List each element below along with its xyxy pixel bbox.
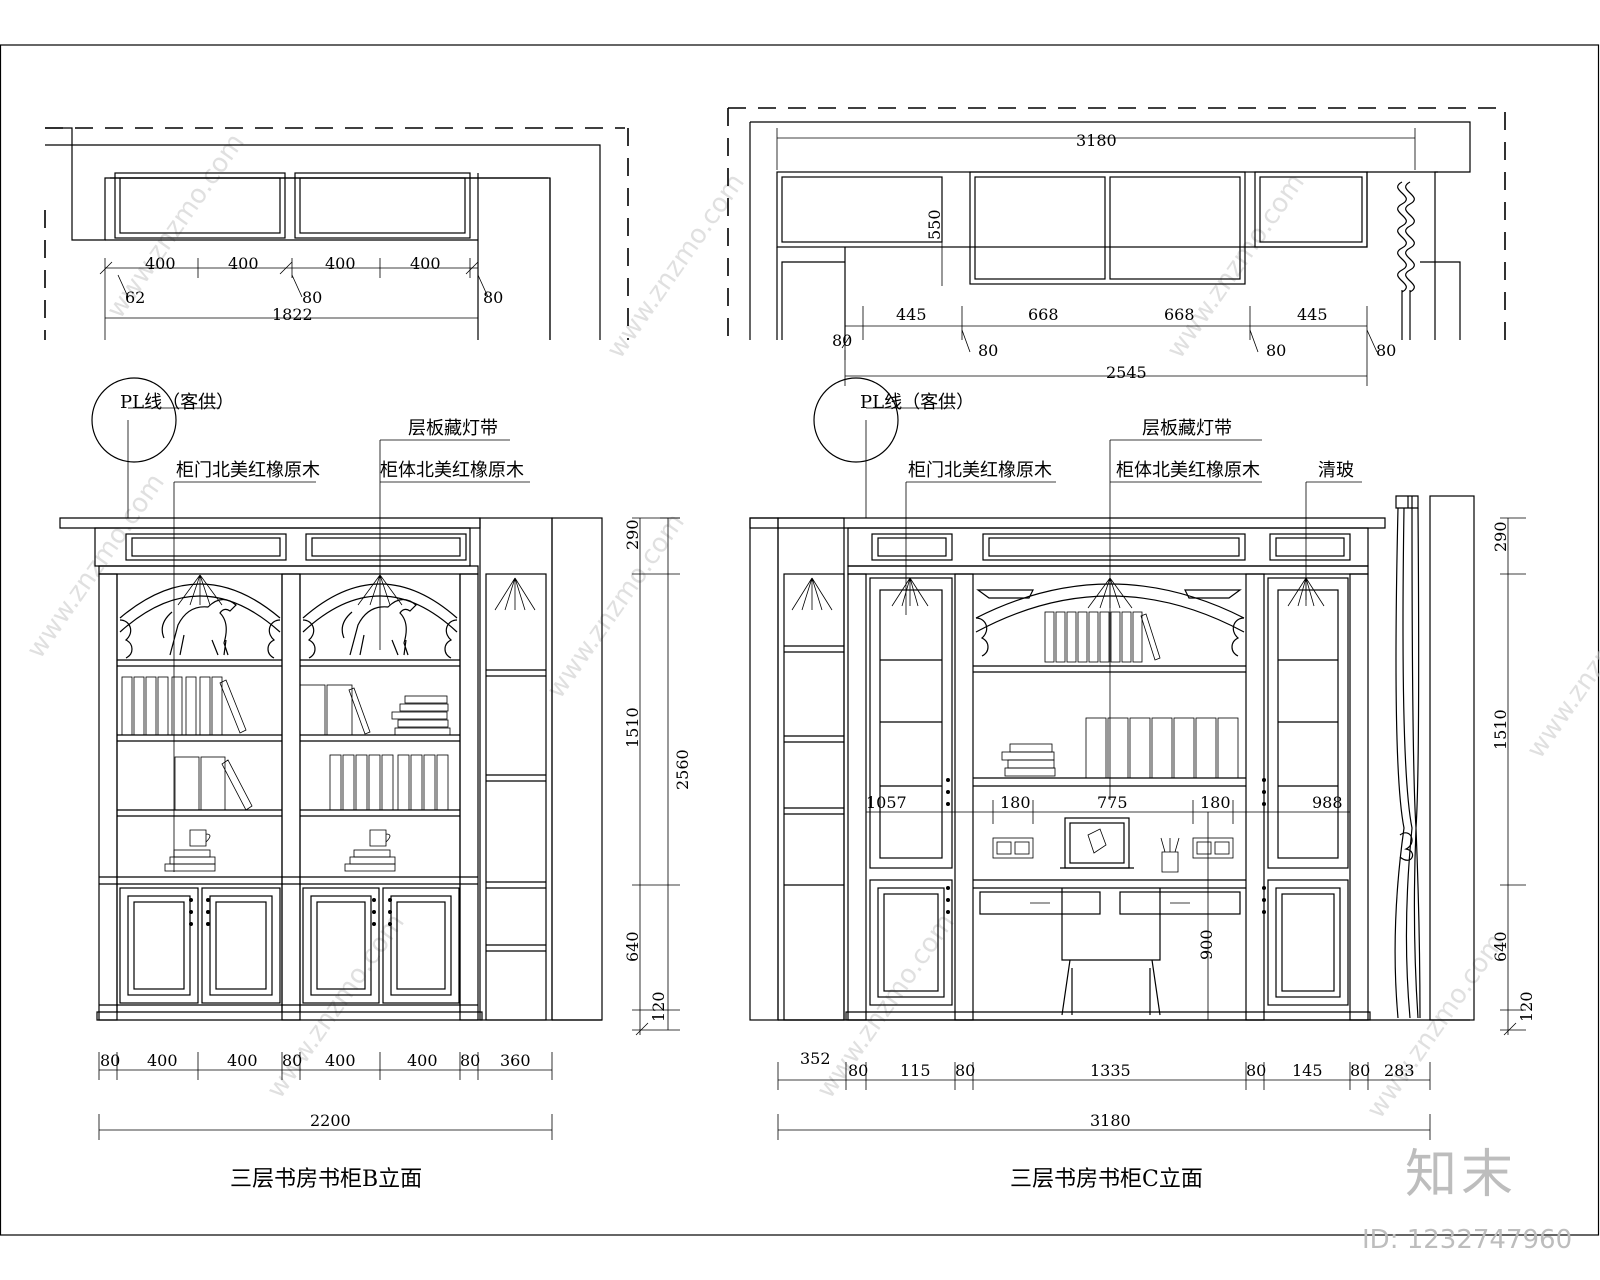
left-bottom-dim-6: 400 bbox=[407, 1051, 438, 1070]
right-vert-dim-4: 120 bbox=[1517, 991, 1536, 1022]
right-inner-dim-2: 180 bbox=[1000, 793, 1031, 812]
right-vert-dim-1: 290 bbox=[1491, 521, 1510, 552]
right-shelf-light-label: 层板藏灯带 bbox=[1142, 418, 1232, 439]
brand-id-text: ID: 1232747960 bbox=[1362, 1225, 1572, 1255]
right-inner-dim-3: 775 bbox=[1097, 793, 1128, 812]
left-plan-dim-4: 400 bbox=[410, 254, 441, 273]
watermark-text: www.znzmo.com bbox=[261, 908, 411, 1104]
left-height-total: 2560 bbox=[673, 749, 692, 790]
right-inner-dim-5: 988 bbox=[1312, 793, 1343, 812]
right-plan-dim-4: 445 bbox=[1297, 305, 1328, 324]
left-plan-dim-2: 400 bbox=[228, 254, 259, 273]
right-plan-dim-3: 668 bbox=[1164, 305, 1195, 324]
right-plan-depth: 550 bbox=[925, 209, 944, 240]
right-bottom-dim-5: 1335 bbox=[1090, 1061, 1131, 1080]
left-plan-dim-3: 400 bbox=[325, 254, 356, 273]
right-inner-dim-4: 180 bbox=[1200, 793, 1231, 812]
right-drawing-title: 三层书房书柜C立面 bbox=[1010, 1167, 1203, 1192]
sheet-border bbox=[0, 44, 1600, 1236]
left-vert-dim-2: 1510 bbox=[623, 707, 642, 748]
left-plan-small-2: 80 bbox=[302, 288, 322, 307]
watermark-layer: www.znzmo.com www.znzmo.com www.znzmo.co… bbox=[21, 128, 1600, 1124]
right-plan-small-4: 80 bbox=[1376, 341, 1396, 360]
left-elevation-labels: PL线（客供） 层板藏灯带 柜门北美红橡原木 柜体北美红橡原木 290 1510… bbox=[100, 392, 692, 1192]
right-bottom-dim-7: 145 bbox=[1292, 1061, 1323, 1080]
right-plan-total-bottom: 2545 bbox=[1106, 363, 1147, 382]
left-plan-view bbox=[44, 127, 629, 340]
left-plan-small-3: 80 bbox=[483, 288, 503, 307]
left-bottom-dim-5: 400 bbox=[325, 1051, 356, 1070]
right-glass-label: 清玻 bbox=[1318, 460, 1354, 481]
left-plan-dim-1: 400 bbox=[145, 254, 176, 273]
right-plan-dimensions: 3180 550 445 668 668 445 80 80 80 80 254… bbox=[832, 131, 1396, 382]
left-door-label: 柜门北美红橡原木 bbox=[176, 460, 320, 481]
right-plan-small-1: 80 bbox=[832, 331, 852, 350]
left-vert-dim-4: 120 bbox=[649, 991, 668, 1022]
brand-logo: 知末 ID: 1232747960 bbox=[1362, 1145, 1572, 1255]
right-body-label: 柜体北美红橡原木 bbox=[1116, 460, 1260, 481]
left-bottom-dim-2: 400 bbox=[147, 1051, 178, 1070]
left-vert-dim-1: 290 bbox=[623, 519, 642, 550]
right-elevation-view bbox=[749, 377, 1526, 1140]
left-vert-dim-3: 640 bbox=[623, 931, 642, 962]
right-elevation-labels: PL线（客供） 层板藏灯带 柜门北美红橡原木 柜体北美红橡原木 清玻 1057 … bbox=[800, 392, 1536, 1192]
left-bottom-dim-3: 400 bbox=[227, 1051, 258, 1070]
right-plan-view bbox=[727, 107, 1506, 386]
left-body-label: 柜体北美红橡原木 bbox=[380, 460, 524, 481]
door-handle bbox=[189, 898, 392, 926]
watermark-text: www.znzmo.com bbox=[1161, 168, 1311, 364]
right-width-total: 3180 bbox=[1090, 1111, 1131, 1130]
left-bottom-dim-7: 80 bbox=[460, 1051, 480, 1070]
watermark-text: www.znzmo.com bbox=[1361, 928, 1511, 1124]
right-inner-dim-1: 1057 bbox=[866, 793, 907, 812]
right-bottom-dim-1: 352 bbox=[800, 1049, 831, 1068]
right-plan-small-2: 80 bbox=[978, 341, 998, 360]
watermark-text: www.znzmo.com bbox=[1521, 568, 1600, 764]
right-bottom-dim-3: 115 bbox=[900, 1061, 931, 1080]
right-vert-dim-2: 1510 bbox=[1491, 709, 1510, 750]
right-vert-dim-3: 640 bbox=[1491, 931, 1510, 962]
right-bottom-dim-4: 80 bbox=[955, 1061, 975, 1080]
left-plan-dimensions: 400 400 400 400 62 80 80 1822 bbox=[125, 254, 503, 324]
left-plan-total: 1822 bbox=[272, 305, 313, 324]
right-plan-total-top: 3180 bbox=[1076, 131, 1117, 150]
right-door-label: 柜门北美红橡原木 bbox=[908, 460, 1052, 481]
right-bottom-dim-9: 283 bbox=[1384, 1061, 1415, 1080]
right-bottom-dim-2: 80 bbox=[848, 1061, 868, 1080]
right-plan-dim-1: 445 bbox=[896, 305, 927, 324]
left-drawing-title: 三层书房书柜B立面 bbox=[230, 1167, 422, 1192]
left-pl-label: PL线（客供） bbox=[120, 392, 234, 413]
left-bottom-dim-8: 360 bbox=[500, 1051, 531, 1070]
left-bottom-dim-1: 80 bbox=[100, 1051, 120, 1070]
left-bottom-dim-4: 80 bbox=[282, 1051, 302, 1070]
right-pl-label: PL线（客供） bbox=[860, 392, 974, 413]
left-elevation-view bbox=[59, 377, 680, 1140]
left-shelf-light-label: 层板藏灯带 bbox=[408, 418, 498, 439]
right-bottom-dim-6: 80 bbox=[1246, 1061, 1266, 1080]
right-plan-small-3: 80 bbox=[1266, 341, 1286, 360]
right-plan-dim-2: 668 bbox=[1028, 305, 1059, 324]
left-plan-small-1: 62 bbox=[125, 288, 145, 307]
brand-logo-text: 知末 bbox=[1405, 1145, 1517, 1205]
left-width-total: 2200 bbox=[310, 1111, 351, 1130]
right-bottom-dim-8: 80 bbox=[1350, 1061, 1370, 1080]
watermark-text: www.znzmo.com bbox=[101, 128, 251, 324]
right-desk-height: 900 bbox=[1197, 929, 1216, 960]
